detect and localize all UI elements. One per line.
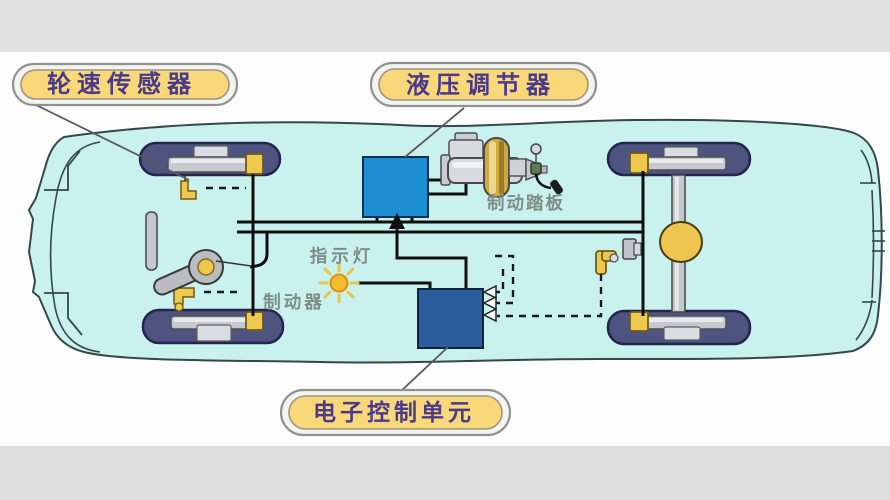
- flow-arrow-up: [389, 213, 405, 229]
- rear-trim-lines: [855, 149, 885, 341]
- pedal-arm: [534, 173, 552, 190]
- callout-ecu: 电子控制单元: [279, 388, 512, 437]
- hydraulic-modulator-box: [362, 156, 429, 218]
- wire-ecu-to-modulator: [395, 226, 468, 290]
- caliper-block: [193, 145, 229, 159]
- caliper-block: [196, 324, 232, 342]
- car-outline: [28, 118, 883, 364]
- sensor-signal-wires: [204, 186, 603, 318]
- rear-axle: [659, 174, 703, 313]
- sensor-boot-icon: [180, 180, 197, 200]
- label-wheel-speed-sensor: 轮速传感器: [47, 70, 197, 98]
- wheel-speed-sensor-icon: [629, 311, 649, 332]
- label-indicator-light: 指示灯: [310, 246, 375, 266]
- wire-ecu-to-indicator: [354, 281, 432, 290]
- label-ecu: 电子控制单元: [313, 399, 475, 425]
- pipe-to-brake: [249, 232, 269, 269]
- pipe-mc-lower: [428, 184, 468, 196]
- callout-hydraulic-modulator: 液压调节器: [369, 61, 598, 108]
- brake-link-line: [215, 260, 252, 267]
- axle-bar: [639, 156, 727, 171]
- brake-pedal-icon: [550, 179, 563, 195]
- label-hydraulic-modulator: 液压调节器: [406, 71, 556, 99]
- wheel-front-right: [141, 287, 285, 345]
- front-bracket-top: [44, 150, 81, 191]
- ecu-input-arrows: [482, 284, 497, 323]
- brake-drum: [153, 249, 224, 296]
- ecu-box: [417, 288, 484, 349]
- brake-pipes: [237, 171, 645, 316]
- callout-wheel-speed-sensor: 轮速传感器: [11, 62, 239, 107]
- wheel-speed-sensor-icon: [629, 152, 649, 174]
- fluid-reservoir: [448, 139, 484, 160]
- dash-loop-outer: [489, 254, 515, 305]
- wheel-rear-left: [606, 141, 752, 177]
- pressure-switch-icon: [530, 143, 542, 155]
- leader-wheel-speed-sensor: [33, 103, 190, 181]
- master-cylinder-assembly: [440, 132, 563, 198]
- differential: [659, 221, 703, 263]
- label-brake: 制动器: [263, 292, 325, 312]
- rear-sensor-assembly: [595, 238, 642, 275]
- car-body: [28, 118, 885, 364]
- top-gray-band: [0, 0, 890, 52]
- brake-hub: [197, 258, 215, 276]
- wheel-rear-right: [606, 309, 752, 346]
- label-brake-pedal: 制动踏板: [487, 193, 565, 213]
- sensor-boot-icon: [173, 287, 195, 305]
- vacuum-booster: [483, 137, 510, 198]
- front-bracket-bottom: [44, 292, 83, 336]
- leader-ecu: [399, 346, 449, 393]
- pushrod-housing: [508, 158, 527, 177]
- leader-hydraulic-modulator: [404, 107, 465, 158]
- steering-column: [145, 211, 158, 271]
- wheel-front-left: [138, 141, 282, 200]
- caliper-block: [663, 326, 701, 341]
- wheel-speed-sensor-icon: [245, 153, 264, 175]
- dash-rear-to-ecu: [497, 274, 603, 318]
- indicator-light-icon: [318, 262, 360, 304]
- hood-line: [49, 141, 101, 353]
- bottom-gray-band: [0, 446, 890, 500]
- leader-lines: [33, 103, 465, 393]
